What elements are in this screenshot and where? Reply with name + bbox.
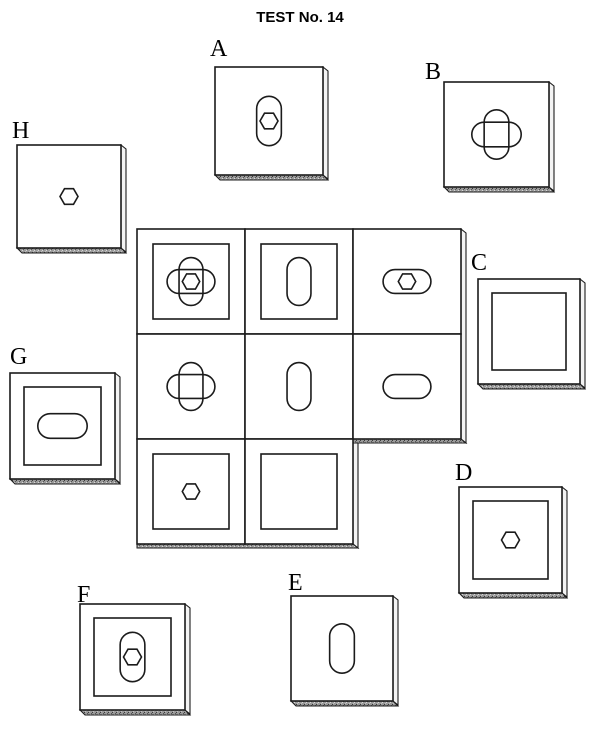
horizontal-oval-shape bbox=[470, 121, 522, 148]
hexagon-shape bbox=[259, 112, 279, 130]
option-tile-b[interactable] bbox=[442, 80, 556, 193]
option-label-a: A bbox=[210, 36, 228, 62]
inner-square-frame bbox=[152, 453, 230, 530]
tile-face bbox=[458, 486, 563, 594]
tile-face bbox=[214, 66, 324, 176]
option-label-d: D bbox=[455, 460, 472, 486]
horizontal-oval-shape bbox=[36, 412, 89, 440]
option-label-c: C bbox=[471, 250, 487, 276]
vertical-oval-shape bbox=[286, 256, 312, 307]
vertical-oval-shape bbox=[178, 361, 204, 412]
hexagon-shape bbox=[397, 273, 417, 290]
vertical-oval-shape bbox=[328, 622, 356, 674]
option-tile-g[interactable] bbox=[8, 371, 122, 485]
vertical-oval-shape bbox=[255, 95, 283, 147]
cell-face bbox=[244, 228, 354, 335]
test-title: TEST No. 14 bbox=[256, 9, 344, 26]
horizontal-oval-shape bbox=[382, 268, 432, 295]
option-tile-c[interactable] bbox=[476, 277, 587, 390]
hexagon-shape bbox=[59, 187, 79, 206]
horizontal-oval-shape bbox=[166, 268, 216, 295]
option-label-h: H bbox=[12, 118, 29, 144]
tile-face bbox=[290, 595, 394, 702]
vertical-oval-shape bbox=[483, 109, 510, 161]
option-label-f: F bbox=[77, 582, 90, 608]
matrix-cell-r2c3 bbox=[352, 333, 462, 440]
inner-square-frame bbox=[23, 386, 102, 466]
option-tile-f[interactable] bbox=[78, 602, 192, 716]
option-tile-a[interactable] bbox=[213, 65, 330, 181]
inner-square-frame bbox=[472, 500, 549, 580]
puzzle-matrix bbox=[136, 227, 468, 550]
option-tile-h[interactable] bbox=[15, 143, 128, 254]
inner-square-frame bbox=[152, 243, 230, 320]
hexagon-shape bbox=[181, 483, 201, 500]
matrix-cell-r3c2 bbox=[244, 438, 354, 545]
vertical-oval-shape bbox=[178, 256, 204, 307]
hexagon-shape bbox=[181, 273, 201, 290]
hexagon-shape bbox=[500, 531, 521, 549]
option-label-e: E bbox=[288, 570, 303, 596]
matrix-cell-r1c2 bbox=[244, 228, 354, 335]
matrix-cell-r2c2 bbox=[244, 333, 354, 440]
matrix-cell-r1c1 bbox=[136, 228, 246, 335]
inner-square-frame bbox=[491, 292, 567, 371]
option-tile-e[interactable] bbox=[289, 594, 400, 707]
tile-face bbox=[79, 603, 186, 711]
matrix-cell-r1c3 bbox=[352, 228, 462, 335]
cell-face bbox=[244, 438, 354, 545]
option-label-b: B bbox=[425, 59, 441, 85]
inner-square-frame bbox=[260, 243, 338, 320]
vertical-oval-shape bbox=[286, 361, 312, 412]
matrix-cell-r3c1 bbox=[136, 438, 246, 545]
inner-square-frame bbox=[260, 453, 338, 530]
horizontal-oval-shape bbox=[382, 373, 432, 400]
tile-face bbox=[9, 372, 116, 480]
option-tile-d[interactable] bbox=[457, 485, 569, 599]
cell-face bbox=[244, 333, 354, 440]
horizontal-oval-shape bbox=[166, 373, 216, 400]
matrix-cell-r2c1 bbox=[136, 333, 246, 440]
cell-face bbox=[352, 228, 462, 335]
option-label-g: G bbox=[10, 344, 27, 370]
inner-square-frame bbox=[93, 617, 172, 697]
cell-face bbox=[136, 333, 246, 440]
tile-face bbox=[477, 278, 581, 385]
hexagon-shape bbox=[122, 648, 143, 666]
cell-face bbox=[136, 228, 246, 335]
tile-face bbox=[16, 144, 122, 249]
cell-face bbox=[352, 333, 462, 440]
answer-options bbox=[8, 65, 587, 716]
cell-face bbox=[136, 438, 246, 545]
vertical-oval-shape bbox=[119, 631, 146, 683]
tile-face bbox=[443, 81, 550, 188]
